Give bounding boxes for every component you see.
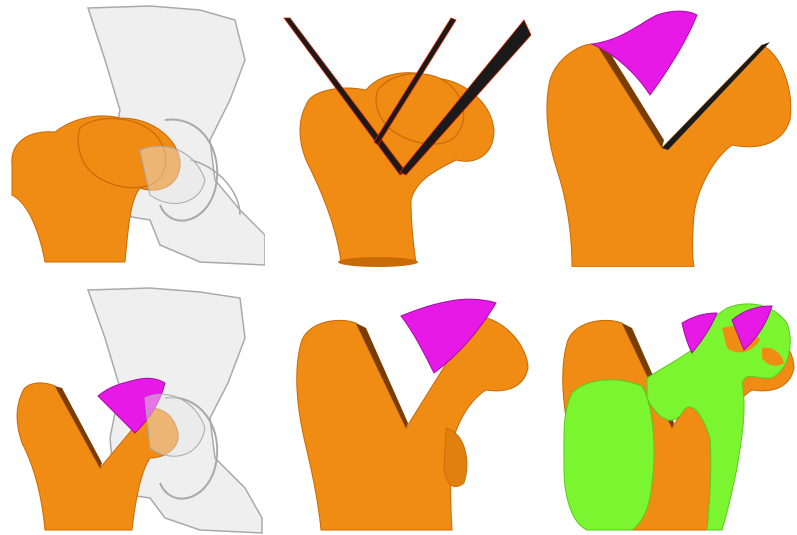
panel-bottom-right <box>532 268 797 535</box>
panel-bottom-middle <box>266 268 531 535</box>
femur-v-cut-render <box>532 0 797 267</box>
panel-top-middle <box>266 0 531 267</box>
panel-top-left <box>0 0 265 267</box>
femur-v-cut <box>547 42 791 267</box>
femur-green-overlay-render <box>532 268 797 535</box>
panel-bottom-left <box>0 268 265 535</box>
femur-v-cut <box>297 316 528 530</box>
femur-pelvis-render <box>0 0 265 267</box>
femur-v-cut-wedge-render <box>266 268 531 535</box>
panel-top-right <box>532 0 797 267</box>
femur-cutting-planes-render <box>266 0 531 267</box>
femur-wedge-pelvis-render <box>0 268 265 535</box>
